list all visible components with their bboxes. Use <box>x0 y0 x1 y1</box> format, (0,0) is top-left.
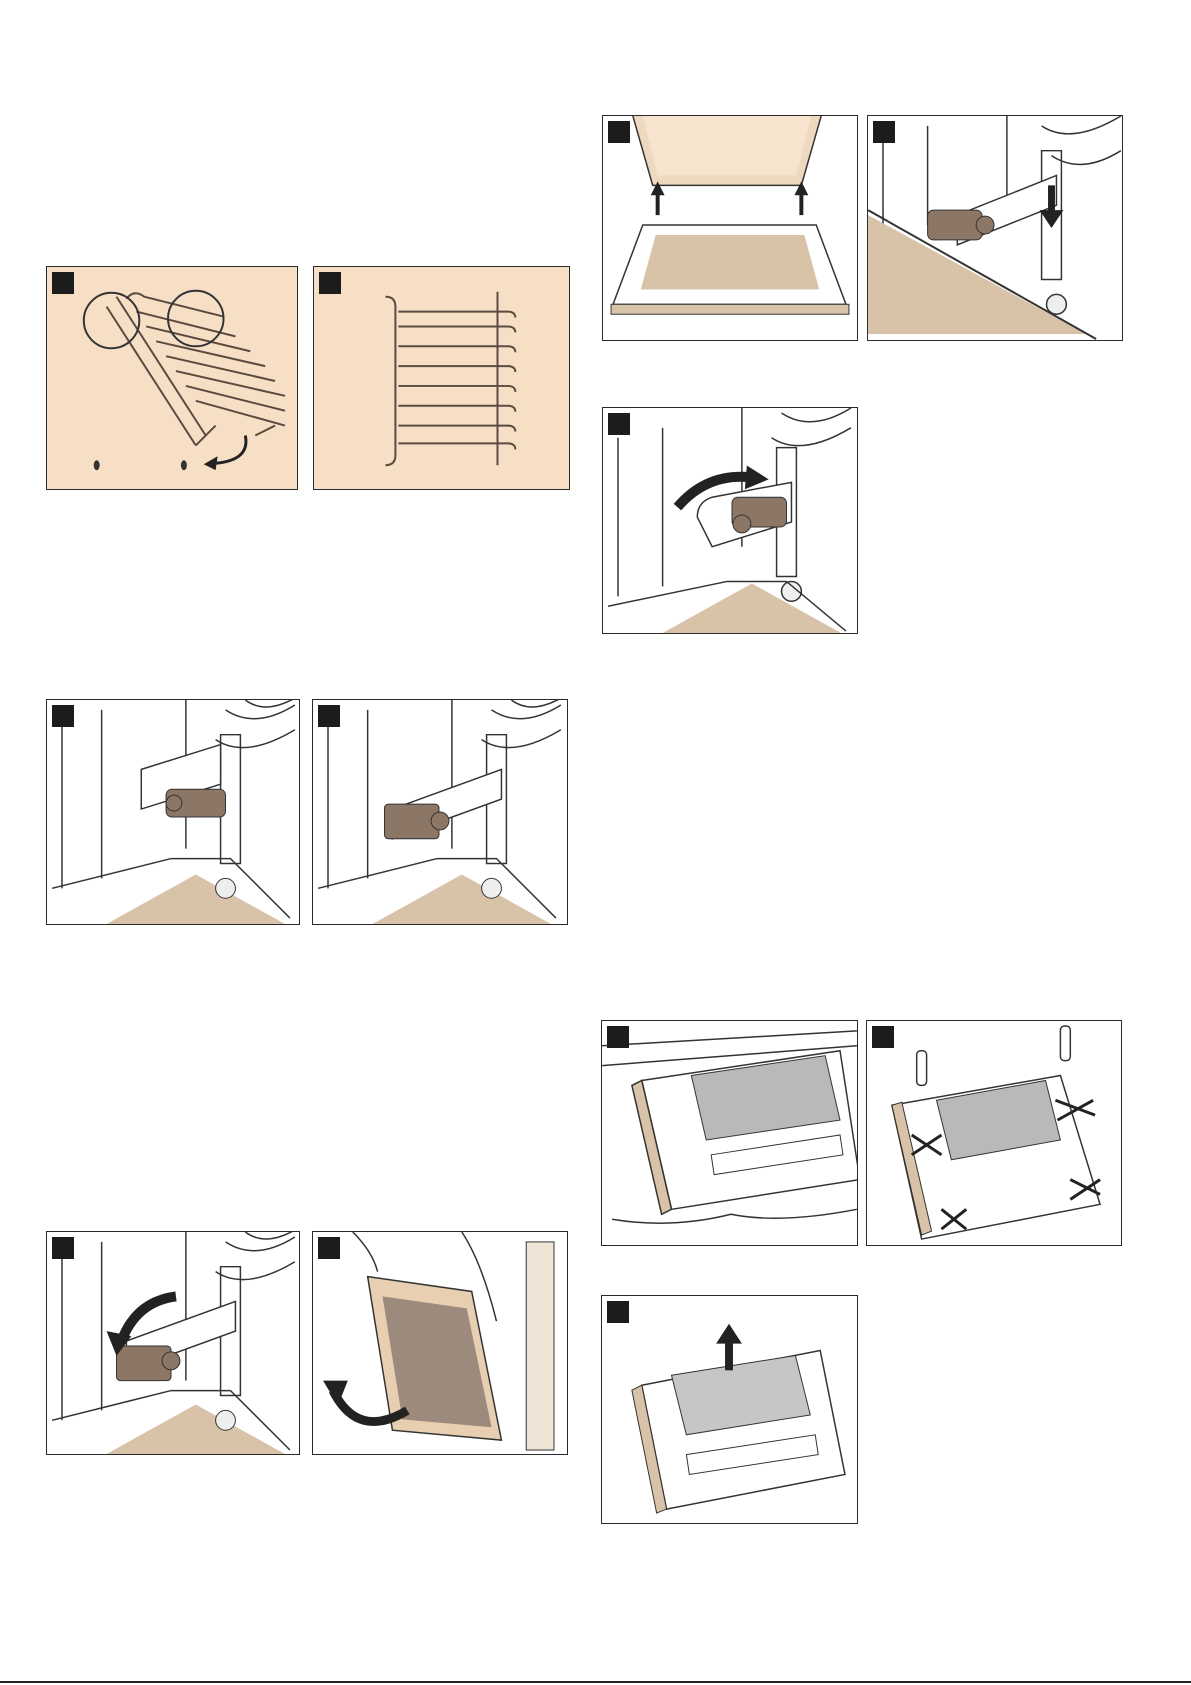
figure-hinge-flip-up <box>602 407 858 634</box>
panel-lying-illustration <box>602 1021 857 1245</box>
hinge-open-illustration <box>47 700 299 924</box>
figure-rack-front <box>313 266 570 490</box>
figure-door-lift <box>312 1231 568 1455</box>
panel-glass-out-illustration <box>602 1296 857 1523</box>
figure-marker <box>608 413 630 435</box>
figure-panel-glass-out <box>601 1295 858 1524</box>
figure-marker <box>319 272 341 294</box>
figure-marker <box>318 705 340 727</box>
figure-marker <box>607 1026 629 1048</box>
figure-marker <box>872 1026 894 1048</box>
hinge-fold-illustration <box>47 1232 299 1454</box>
figure-door-glass-up <box>602 115 858 341</box>
hinge-push-down-illustration <box>868 116 1122 340</box>
footer-rule <box>0 1681 1191 1683</box>
figure-marker <box>52 1237 74 1259</box>
door-lift-illustration <box>313 1232 567 1454</box>
rack-hooks-illustration <box>47 267 297 489</box>
figure-rack-hooks <box>46 266 298 490</box>
figure-hinge-fold <box>46 1231 300 1455</box>
figure-hinge-push-down <box>867 115 1123 341</box>
door-glass-up-illustration <box>603 116 857 340</box>
figure-marker <box>52 705 74 727</box>
figure-hinge-open <box>46 699 300 925</box>
figure-marker <box>52 272 74 294</box>
figure-hinge-closed <box>312 699 568 925</box>
figure-panel-screws <box>866 1020 1122 1246</box>
hinge-closed-illustration <box>313 700 567 924</box>
figure-marker <box>873 121 895 143</box>
figure-panel-lying <box>601 1020 858 1246</box>
hinge-flip-up-illustration <box>603 408 857 633</box>
figure-marker <box>608 121 630 143</box>
panel-screws-illustration <box>867 1021 1121 1245</box>
rack-front-illustration <box>314 267 569 489</box>
figure-marker <box>607 1301 629 1323</box>
figure-marker <box>318 1237 340 1259</box>
